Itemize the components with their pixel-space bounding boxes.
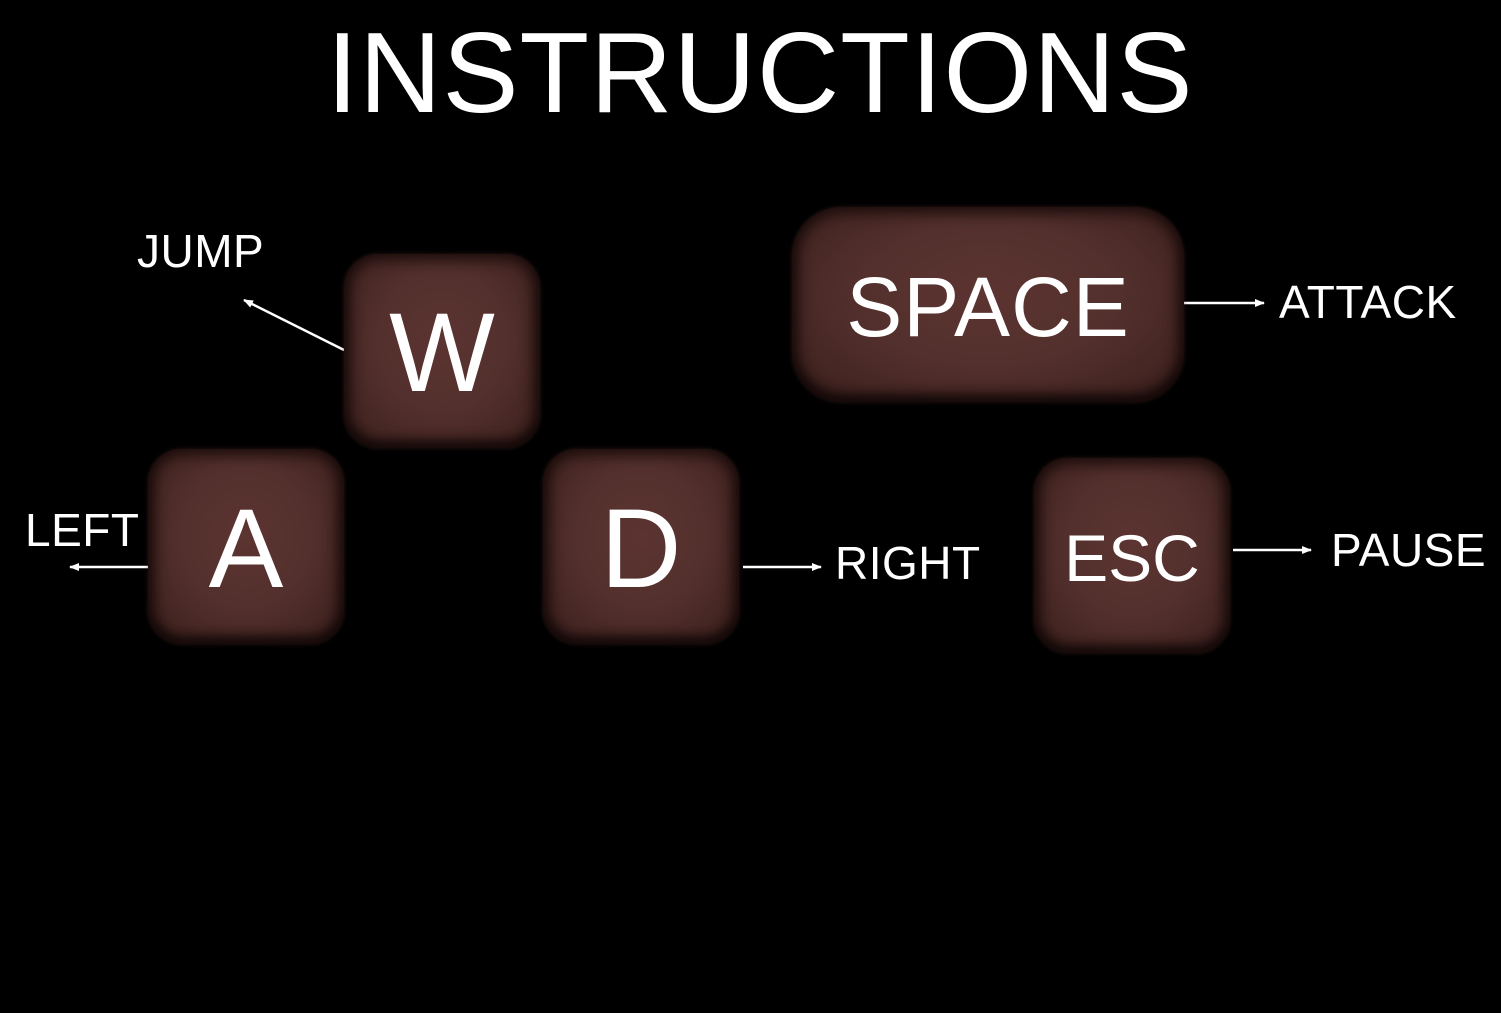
esc-key: ESC xyxy=(1034,458,1230,653)
space-key-label: SPACE xyxy=(846,259,1130,354)
space-key: SPACE xyxy=(792,207,1184,402)
esc-key-label: ESC xyxy=(1064,520,1200,595)
w-key: W xyxy=(344,254,540,448)
a-key: A xyxy=(148,449,344,644)
d-key-label: D xyxy=(600,485,682,611)
attack-label: ATTACK xyxy=(1279,276,1457,328)
page-title: INSTRUCTIONS xyxy=(326,10,1194,137)
left-label: LEFT xyxy=(25,504,140,556)
pause-label: PAUSE xyxy=(1331,524,1487,576)
jump-arrow-icon xyxy=(243,298,345,352)
jump-label: JUMP xyxy=(137,225,265,277)
a-key-label: A xyxy=(208,485,284,611)
w-key-label: W xyxy=(389,290,495,415)
d-key: D xyxy=(543,449,739,644)
right-label: RIGHT xyxy=(835,537,981,589)
